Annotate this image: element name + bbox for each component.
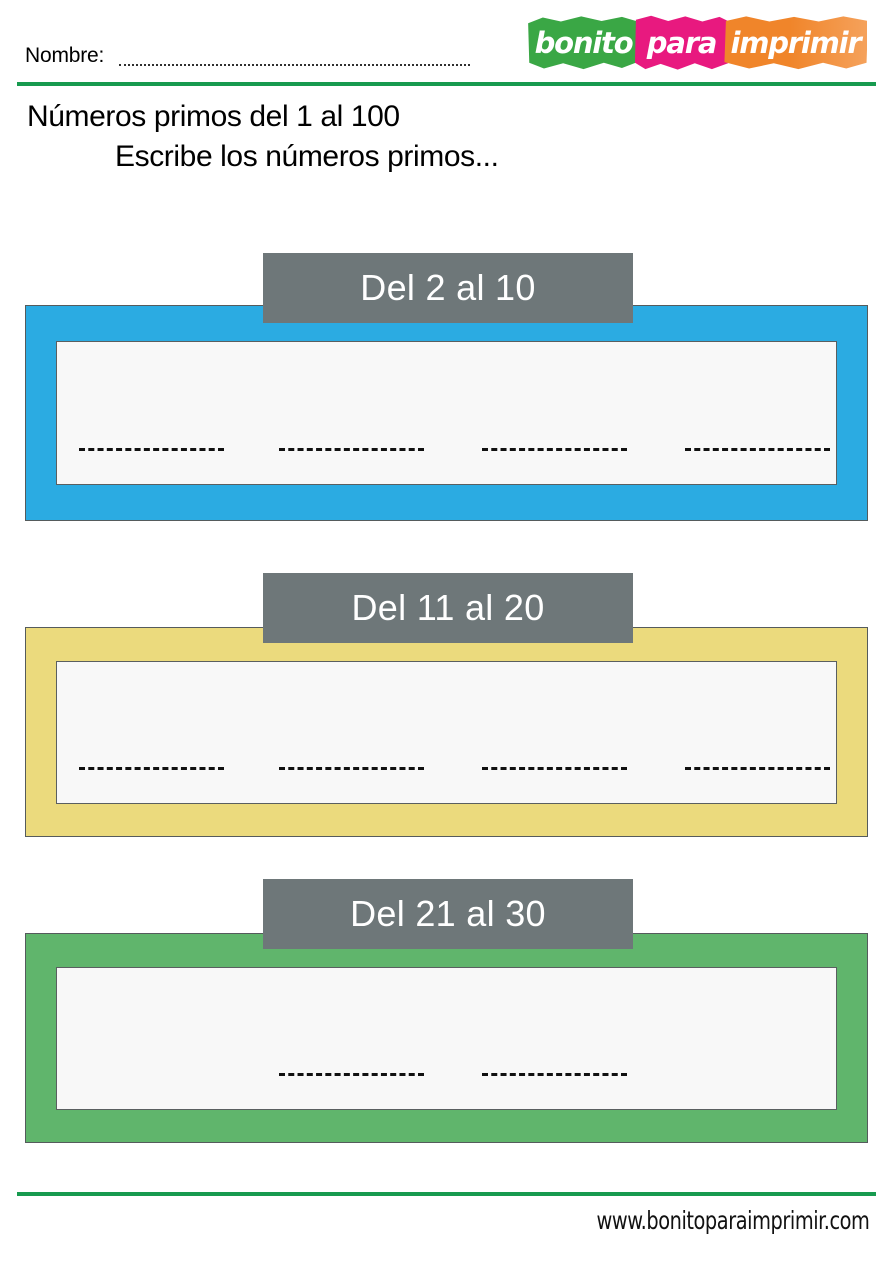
title-line-1: Números primos del 1 al 100	[27, 100, 400, 133]
logo-segment-bonito: bonito	[528, 16, 640, 70]
brand-logo: bonito para imprimir	[527, 14, 867, 72]
block-2-answer-panel[interactable]	[56, 661, 837, 804]
block-3-answer-line-3[interactable]	[482, 1073, 627, 1076]
name-input-line[interactable]	[119, 64, 470, 66]
block-3-answer-line-2[interactable]	[279, 1073, 424, 1076]
exercise-block-3: Del 21 al 30	[25, 879, 868, 1143]
block-2-answer-line-2[interactable]	[279, 767, 424, 770]
block-2-tab-label: Del 11 al 20	[263, 573, 633, 643]
block-1-answer-line-2[interactable]	[279, 448, 424, 451]
logo-segment-imprimir: imprimir	[724, 16, 867, 70]
block-3-tab-label: Del 21 al 30	[263, 879, 633, 949]
exercise-block-1: Del 2 al 10	[25, 253, 868, 521]
block-1-answer-lines	[57, 448, 836, 462]
block-2-answer-line-1[interactable]	[79, 767, 224, 770]
block-2-answer-line-3[interactable]	[482, 767, 627, 770]
logo-segment-para: para	[634, 15, 729, 70]
block-1-answer-panel[interactable]	[56, 341, 837, 485]
block-2-answer-line-4[interactable]	[685, 767, 830, 770]
block-2-answer-lines	[57, 767, 836, 781]
block-1-answer-line-3[interactable]	[482, 448, 627, 451]
block-1-answer-line-4[interactable]	[685, 448, 830, 451]
exercise-block-2: Del 11 al 20	[25, 573, 868, 837]
page-header: Nombre: bonito para imprimir	[0, 0, 893, 90]
header-divider	[17, 82, 876, 86]
block-3-answer-panel[interactable]	[56, 967, 837, 1110]
footer-divider	[17, 1192, 876, 1196]
name-label: Nombre:	[25, 44, 105, 67]
block-3-answer-lines	[57, 1073, 836, 1087]
block-1-answer-line-1[interactable]	[79, 448, 224, 451]
footer-website-url[interactable]: www.bonitoparaimprimir.com	[595, 1206, 869, 1235]
title-line-2: Escribe los números primos...	[115, 140, 499, 173]
block-1-tab-label: Del 2 al 10	[263, 253, 633, 323]
